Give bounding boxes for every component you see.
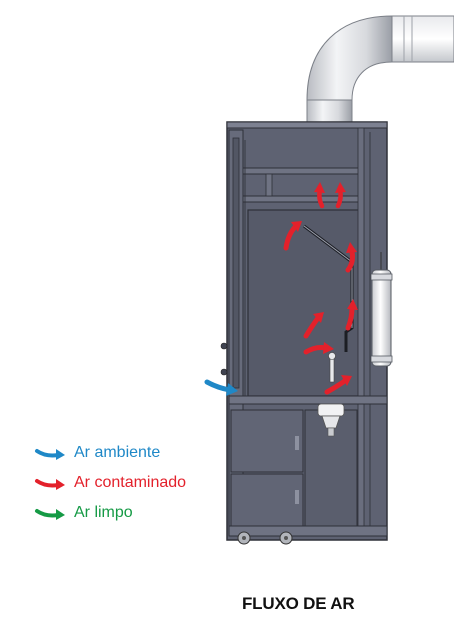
legend-label-contaminated: Ar contaminado: [74, 474, 187, 491]
figure-caption: FLUXO DE AR: [242, 594, 355, 613]
legend: Ar ambiente Ar contaminado Ar limpo: [34, 438, 234, 528]
caster-wheels: [237, 531, 293, 545]
red-curved-arrow-icon: [35, 479, 65, 490]
contaminated-air-arrow: [345, 242, 357, 273]
legend-label-ambient: Ar ambiente: [74, 444, 161, 461]
legend-item-clean: Ar limpo: [34, 498, 234, 528]
airflow-arrows: [204, 182, 358, 396]
cabinet: [220, 121, 388, 541]
legend-label-clean: Ar limpo: [74, 504, 133, 521]
legend-item-contaminated: Ar contaminado: [34, 468, 234, 498]
contaminated-air-arrow: [335, 182, 346, 209]
contaminated-air-arrow: [303, 312, 324, 339]
green-curved-arrow-icon: [35, 509, 65, 520]
contaminated-air-arrow: [303, 342, 334, 355]
blue-curved-arrow-icon: [35, 449, 65, 460]
contaminated-air-arrow: [314, 182, 325, 209]
contaminated-air-arrow: [345, 299, 358, 331]
contaminated-air-arrow: [283, 221, 302, 251]
fan-unit: [317, 403, 345, 437]
internal-fitting: [328, 352, 336, 383]
filter-cylinder: [370, 252, 393, 367]
contaminated-air-arrow: [324, 375, 352, 395]
legend-item-ambient: Ar ambiente: [34, 438, 234, 468]
ambient-air-arrow: [204, 379, 238, 396]
